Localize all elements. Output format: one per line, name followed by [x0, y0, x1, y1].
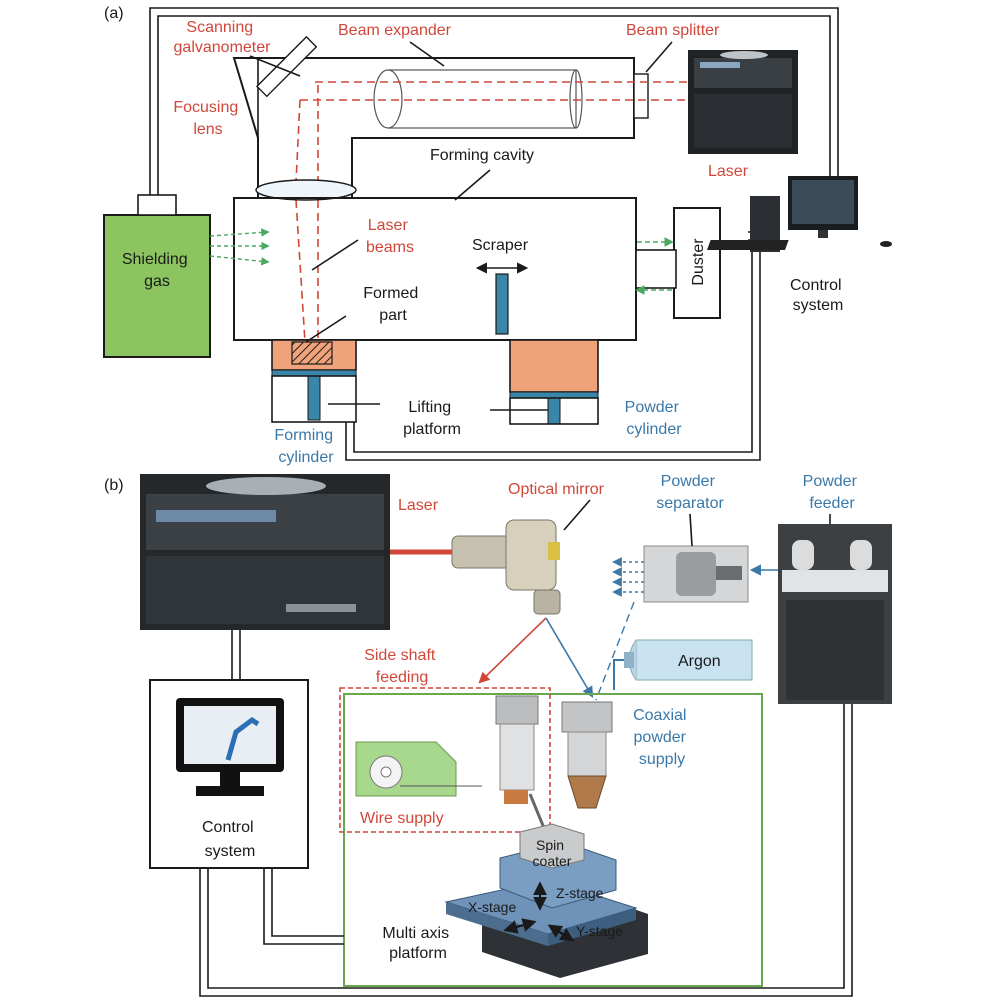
z-stage-label: Z-stage [556, 885, 604, 901]
panel-a: (a) Dus [103, 5, 892, 466]
scanning-galvanometer-label: Scanning galvanometer [174, 19, 272, 56]
spin-coater-label: Spin coater [533, 837, 572, 869]
scanning-galvanometer-mirror [255, 35, 318, 98]
duster-label: Duster [690, 238, 707, 286]
laser-beams-label: Laser beams [366, 217, 414, 256]
optical-mirror-label: Optical mirror [508, 481, 605, 498]
forming-cylinder-label: Forming cylinder [274, 427, 337, 466]
focusing-lens [255, 179, 357, 201]
laser-label-a: Laser [708, 163, 749, 180]
wire-supply-spool [355, 741, 482, 797]
panel-b-tag: (b) [104, 477, 124, 494]
laser-label-b: Laser [398, 497, 439, 514]
beam-expander-label: Beam expander [338, 22, 452, 39]
powder-feeder-label: Powder feeder [803, 473, 862, 512]
control-system-label-a: Control system [790, 277, 846, 314]
scraper [495, 273, 509, 335]
beam-splitter-label: Beam splitter [626, 22, 720, 39]
coaxial-powder-head [561, 701, 613, 809]
laser-device-photo-a [688, 50, 798, 154]
optical-mirror-head [451, 519, 561, 615]
coaxial-powder-supply-label: Coaxial powder supply [633, 707, 691, 768]
laser-device-photo-b [140, 474, 390, 630]
argon-label: Argon [678, 653, 721, 670]
panel-a-tag: (a) [104, 5, 124, 22]
beam-splitter-port [633, 73, 649, 119]
lifting-platform-label: Lifting platform [403, 399, 461, 438]
x-stage-label: X-stage [468, 899, 516, 915]
laser-beam-paths [295, 81, 692, 343]
side-shaft-feeding-label: Side shaft feeding [364, 647, 440, 686]
argon-tank [624, 639, 753, 681]
side-feed-nozzle [495, 695, 547, 832]
y-stage-label: Y-stage [576, 923, 623, 939]
forming-cavity-label: Forming cavity [430, 147, 534, 164]
control-system-label-b: Control system [202, 819, 258, 860]
powder-separator-label: Powder separator [656, 473, 724, 512]
computer-photo-a [707, 176, 892, 252]
wire-supply-label: Wire supply [360, 810, 444, 827]
shielding-gas-label: Shielding gas [122, 251, 192, 290]
powder-separator-photo [643, 545, 749, 603]
shielding-gas-tank [103, 214, 211, 358]
powder-feeder-photo [778, 524, 892, 704]
duster [673, 207, 721, 319]
forming-cylinder [271, 339, 357, 423]
side-shaft-feeding-box [339, 687, 551, 833]
process-frame [343, 693, 763, 987]
powder-cylinder-label: Powder cylinder [625, 399, 684, 438]
multi-axis-platform-label: Multi axis platform [382, 925, 453, 962]
control-monitor-icon [176, 698, 284, 796]
panel-b: (b) Laser Optical mirror Powder [104, 473, 892, 997]
focusing-lens-label: Focusing lens [173, 99, 242, 138]
formed-part-label: Formed part [363, 285, 423, 324]
forming-cavity [233, 197, 637, 341]
beam-expander [373, 69, 583, 129]
scraper-label: Scraper [472, 237, 529, 254]
powder-cylinder [509, 339, 599, 425]
